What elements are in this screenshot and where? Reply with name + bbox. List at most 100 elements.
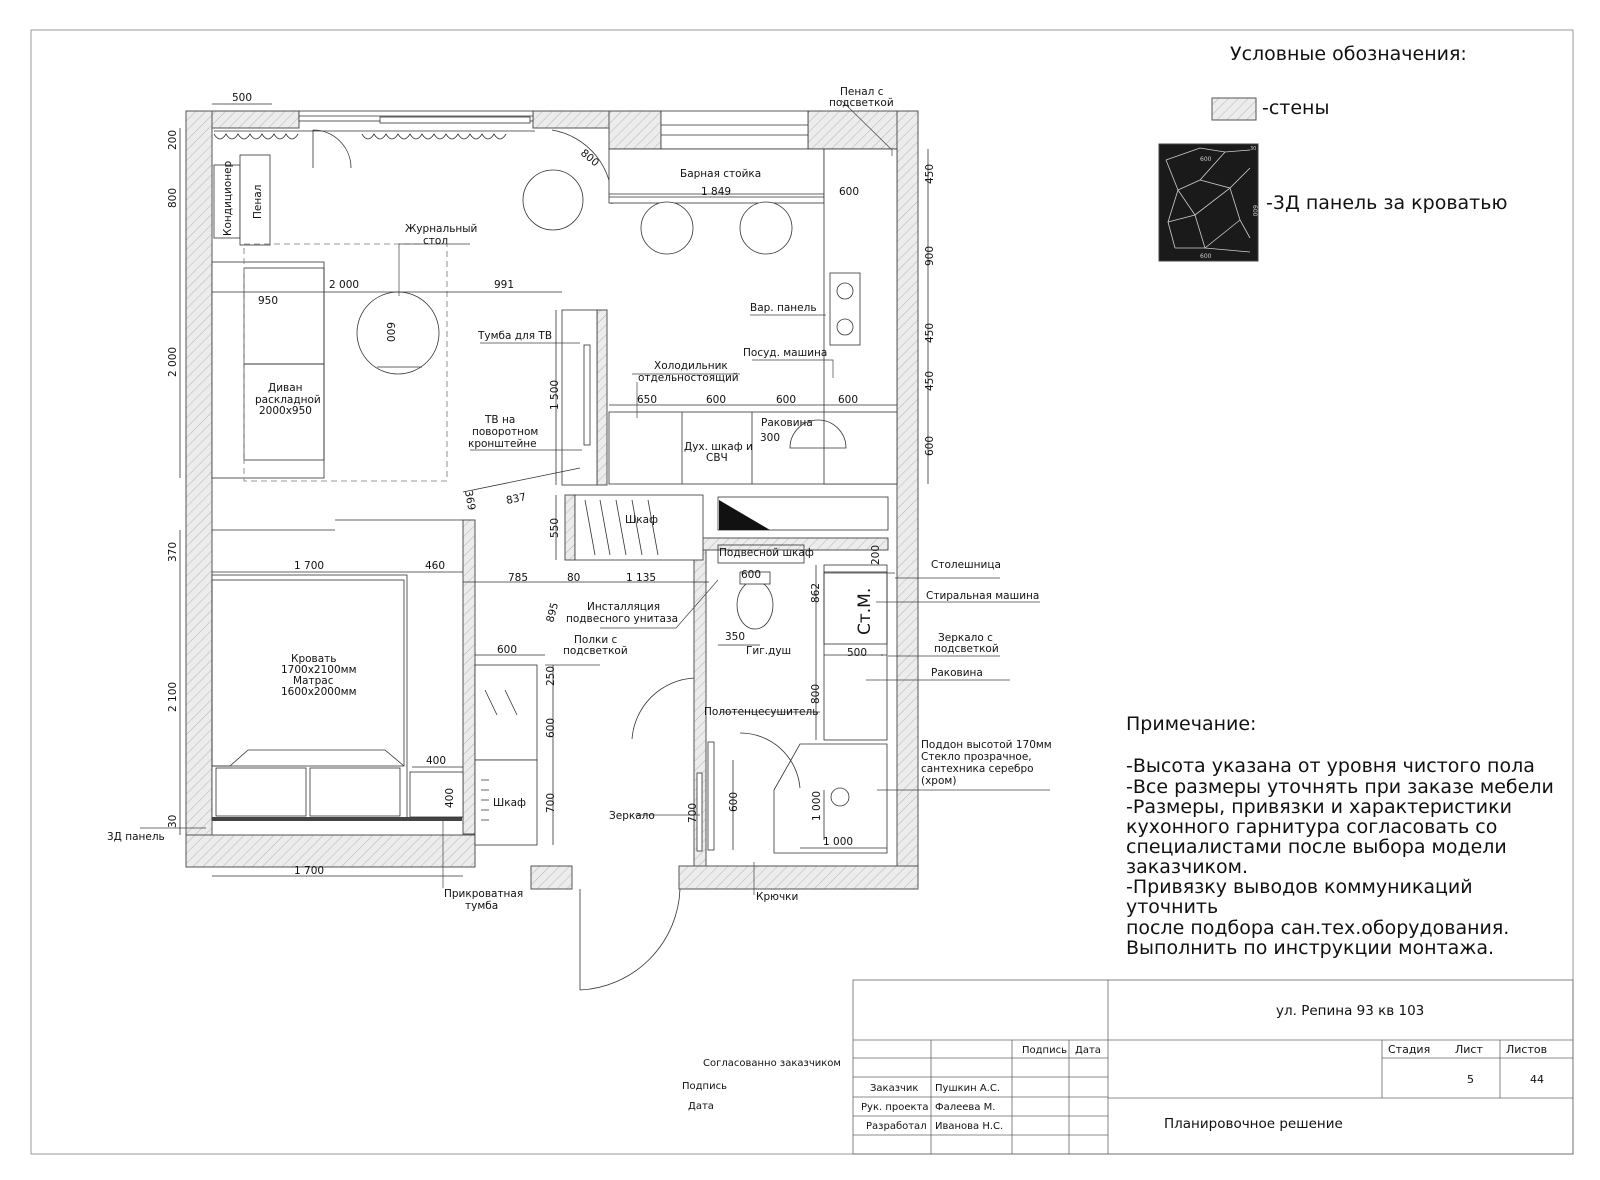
dim-250: 250: [545, 666, 557, 686]
label-oven-1: Дух. шкаф и: [684, 441, 753, 453]
window-living: [298, 110, 534, 124]
dim-1849: 1 849: [701, 186, 731, 198]
bar-stool-3: [739, 201, 793, 255]
label-tv-3: кронштейне: [468, 438, 537, 450]
name-1: Пушкин А.С.: [935, 1083, 1000, 1094]
label-toilet-install-2: подвесного унитаза: [566, 613, 678, 625]
dimension-texts: 500 200 800 800 1 849 600 450 900 450 45…: [167, 92, 936, 877]
label-shower-tray-1: Поддон высотой 170мм: [921, 739, 1052, 751]
sign-label: Подпись: [682, 1081, 727, 1092]
panel-dim-right: 600: [1251, 205, 1258, 217]
dim-80: 80: [567, 572, 580, 584]
tv-stand: [561, 309, 598, 486]
wall-right: [896, 110, 919, 890]
wall-bottom-left: [185, 834, 476, 868]
legend-panel: -3Д панель за кроватью: [1266, 192, 1507, 214]
dim-950: 950: [258, 295, 278, 307]
dim-1000-v: 1 000: [811, 791, 823, 821]
shower-door: [739, 732, 801, 789]
label-bedside-1: Прикроватная: [444, 888, 523, 900]
note-line-2: -Все размеры уточнять при заказе мебели: [1126, 776, 1554, 798]
dim-300: 300: [760, 432, 780, 444]
label-bed-4: 1600х2000мм: [281, 686, 357, 698]
label-shower-tray-4: (хром): [921, 775, 956, 787]
dimension-lines: [179, 103, 929, 877]
label-sofa-1: Диван: [268, 382, 303, 394]
label-oven-2: СВЧ: [706, 452, 728, 464]
penal-cabinet: [239, 154, 271, 246]
note-line-6: заказчиком.: [1126, 856, 1248, 878]
dim-450-a: 450: [924, 164, 936, 184]
bed: [211, 574, 462, 821]
label-wall-cabinet: Подвесной шкаф: [719, 547, 814, 559]
label-shower-tray-3: сантехника серебро: [921, 763, 1034, 775]
dim-800-bath: 800: [810, 684, 822, 704]
dim-600-bar: 600: [839, 186, 859, 198]
dim-1000-h: 1 000: [823, 836, 853, 848]
label-penal-light-2: подсветкой: [829, 97, 894, 109]
date-label: Дата: [688, 1101, 714, 1112]
label-shower-tray-2: Стекло прозрачное,: [921, 751, 1032, 763]
conditioner: [213, 164, 241, 239]
wall-tv: [596, 309, 608, 486]
floor-plan: Ст.М.: [107, 86, 1052, 991]
hob: [829, 272, 861, 346]
label-bedside-2: тумба: [465, 900, 498, 912]
plan-labels: Пенал с подсветкой Барная стойка Кондици…: [107, 86, 1052, 912]
notes: Примечание: -Высота указана от уровня чи…: [1126, 713, 1554, 959]
sheets-total: 44: [1530, 1073, 1544, 1086]
dim-2000-sofa: 2 000: [329, 279, 359, 291]
wardrobe-top: [574, 494, 704, 561]
legend: Условные обозначения: -стены 600 600 600…: [1158, 43, 1507, 262]
sheet-number: 5: [1467, 1073, 1474, 1086]
dim-600-m: 600: [728, 792, 740, 812]
wall-swatch: [1211, 97, 1257, 121]
note-line-3: -Размеры, привязки и характеристики: [1126, 796, 1512, 818]
role-1: Заказчик: [870, 1083, 918, 1094]
note-title: Примечание:: [1126, 713, 1256, 735]
dim-600-k2: 600: [776, 394, 796, 406]
dim-200: 200: [167, 130, 179, 150]
dim-1135: 1 135: [626, 572, 656, 584]
dim-800-diag: 800: [578, 147, 601, 169]
col-stage: Стадия: [1388, 1043, 1430, 1056]
label-penal: Пенал: [252, 185, 264, 219]
label-hooks: Крючки: [756, 891, 798, 903]
dim-700-m: 700: [687, 803, 699, 823]
note-line-5: специалистами после выбора модели: [1126, 836, 1507, 858]
name-3: Иванова Н.С.: [935, 1121, 1003, 1132]
wall-top-mid: [532, 110, 610, 129]
window-kitchen: [660, 110, 809, 150]
label-coffee-table-1: Журнальный: [405, 223, 477, 235]
wall-left: [185, 110, 213, 868]
label-sink-kitchen: Раковина: [761, 417, 813, 429]
legend-walls: -стены: [1262, 97, 1329, 119]
label-tv-stand: Тумба для ТВ: [477, 330, 552, 342]
role-3: Разработал: [866, 1121, 927, 1132]
label-dishwasher: Посуд. машина: [743, 347, 827, 359]
dim-600-k1: 600: [706, 394, 726, 406]
shower-tray: [773, 743, 888, 854]
name-2: Фалеева М.: [935, 1102, 995, 1113]
label-mirror: Зеркало: [609, 810, 655, 822]
title-block: Согласованно заказчиком Подпись Дата ул.…: [682, 979, 1574, 1155]
washer-short-label: Ст.М.: [855, 588, 875, 635]
towel-dryer: [707, 741, 715, 851]
dim-1500: 1 500: [549, 380, 561, 410]
dim-600-k3: 600: [838, 394, 858, 406]
label-penal-light-1: Пенал с: [840, 86, 884, 98]
agreed-label: Согласованно заказчиком: [703, 1058, 841, 1069]
label-tv-2: поворотном: [472, 426, 538, 438]
col-sheet: Лист: [1455, 1043, 1483, 1056]
panel-dim-corner: 30: [1250, 146, 1256, 152]
note-line-9: после подбора сан.тех.оборудования.: [1126, 917, 1509, 939]
rug-outline: [243, 243, 448, 482]
dim-600-table: 600: [384, 322, 396, 342]
dim-550: 550: [549, 518, 561, 538]
note-line-1: -Высота указана от уровня чистого пола: [1126, 755, 1535, 777]
dim-450-b: 450: [924, 323, 936, 343]
col-sheets: Листов: [1506, 1043, 1547, 1056]
label-sofa-2: раскладной: [255, 394, 321, 406]
dim-600-r: 600: [924, 436, 936, 456]
bedside-table: [409, 771, 464, 818]
